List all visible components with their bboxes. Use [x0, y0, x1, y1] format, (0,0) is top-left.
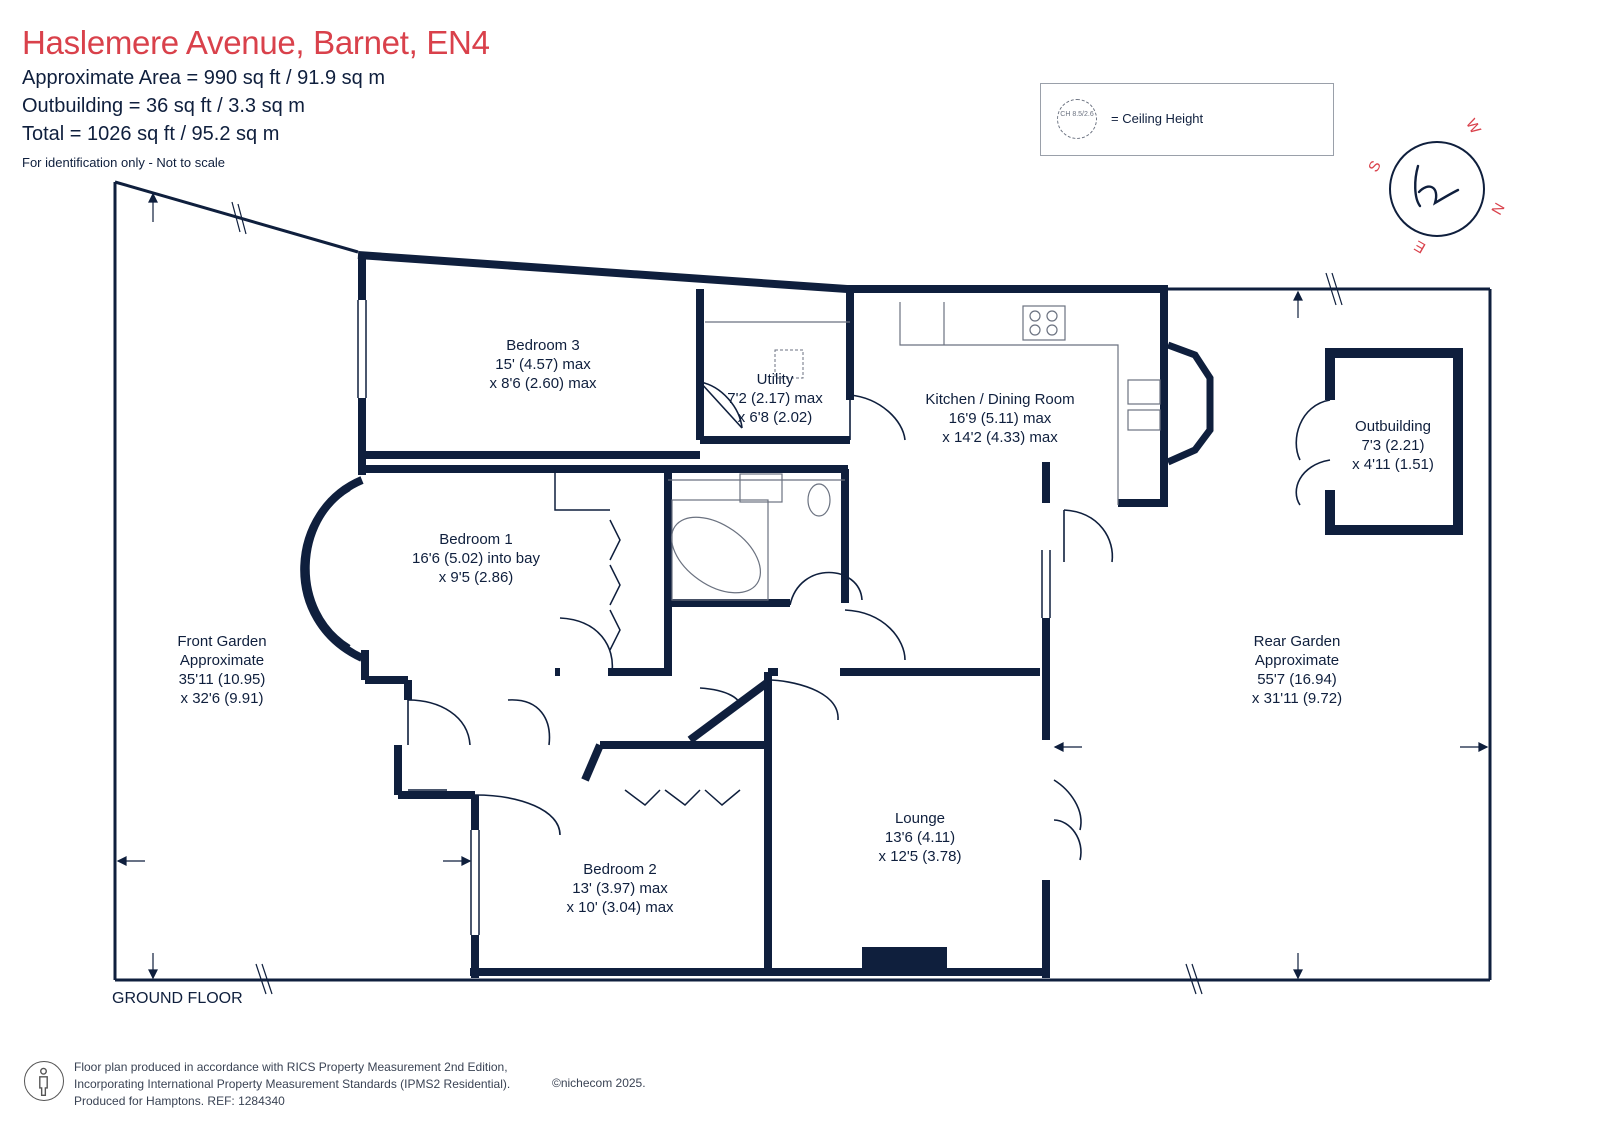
room-dimension: 13'6 (4.11): [884, 829, 956, 846]
room-name: Outbuilding: [1355, 418, 1431, 435]
outbuilding-area: Outbuilding = 36 sq ft / 3.3 sq m: [22, 95, 305, 117]
room-front-garden: Front Garden Approximate 35'11 (10.95) x…: [177, 632, 266, 708]
walls: [357, 251, 1168, 978]
footer-line: Floor plan produced in accordance with R…: [74, 1060, 508, 1074]
room-lounge: Lounge 13'6 (4.11) x 12'5 (3.78): [879, 809, 962, 866]
approximate-area: Approximate Area = 990 sq ft / 91.9 sq m: [22, 67, 385, 89]
footer-line: Incorporating International Property Mea…: [74, 1077, 511, 1091]
door-swings: [407, 381, 1331, 861]
room-dimension: x 4'11 (1.51): [1352, 456, 1434, 473]
room-dimension: 35'11 (10.95): [178, 671, 266, 688]
room-utility: Utility 7'2 (2.17) max x 6'8 (2.02): [727, 370, 822, 427]
room-name: Front Garden: [177, 633, 267, 650]
room-dimension: x 9'5 (2.86): [438, 569, 514, 586]
room-bedroom-1: Bedroom 1 16'6 (5.02) into bay x 9'5 (2.…: [412, 530, 540, 587]
footer-line: Produced for Hamptons. REF: 1284340: [74, 1094, 285, 1108]
chimney-breast: [862, 947, 947, 971]
kitchen-bay: [1166, 341, 1214, 466]
room-bedroom-2: Bedroom 2 13' (3.97) max x 10' (3.04) ma…: [566, 860, 673, 917]
room-name: Bedroom 1: [439, 531, 513, 548]
room-dimension: x 10' (3.04) max: [566, 899, 674, 916]
room-dimension: 15' (4.57) max: [495, 356, 591, 373]
room-dimension: Approximate: [179, 652, 265, 669]
room-outbuilding: Outbuilding 7'3 (2.21) x 4'11 (1.51): [1352, 417, 1434, 474]
footer-text: Floor plan produced in accordance with R…: [74, 1059, 510, 1110]
dimension-arrows: [116, 192, 1489, 980]
bay-window: [300, 476, 364, 662]
bathroom-fixtures: [668, 473, 845, 601]
room-name: Utility: [756, 371, 794, 388]
room-dimension: 55'7 (16.94): [1257, 671, 1337, 688]
room-bedroom-3: Bedroom 3 15' (4.57) max x 8'6 (2.60) ma…: [489, 336, 596, 393]
floor-label: GROUND FLOOR: [112, 990, 243, 1007]
copyright: ©nichecom 2025.: [552, 1076, 646, 1090]
property-title: Haslemere Avenue, Barnet, EN4: [22, 24, 490, 61]
site-boundary: [113, 180, 1492, 982]
room-dimension: 16'9 (5.11) max: [948, 410, 1052, 427]
ceiling-height-icon: CH 8.5/2.6: [1057, 99, 1097, 139]
room-dimension: x 32'6 (9.91): [180, 690, 264, 707]
room-name: Lounge: [894, 810, 946, 827]
room-name: Kitchen / Dining Room: [925, 391, 1075, 408]
room-dimension: x 8'6 (2.60) max: [489, 375, 597, 392]
room-name: Bedroom 2: [583, 861, 657, 878]
room-dimension: 16'6 (5.02) into bay: [412, 550, 540, 567]
legend-label: = Ceiling Height: [1111, 111, 1204, 126]
room-dimension: x 14'2 (4.33) max: [942, 429, 1058, 446]
person-icon: [24, 1061, 64, 1101]
ceiling-height-legend: CH 8.5/2.6 = Ceiling Height: [1040, 83, 1334, 156]
room-name: Bedroom 3: [506, 337, 580, 354]
room-dimension: 7'2 (2.17) max: [727, 390, 823, 407]
room-dimension: x 6'8 (2.02): [737, 409, 813, 426]
total-area: Total = 1026 sq ft / 95.2 sq m: [22, 123, 280, 145]
room-dimension: 13' (3.97) max: [572, 880, 668, 897]
wardrobe-doors: [554, 469, 741, 806]
kitchen-units: [705, 302, 1161, 505]
room-dimension: x 12'5 (3.78): [878, 848, 962, 865]
room-dimension: Approximate: [1254, 652, 1340, 669]
room-dimension: x 31'11 (9.72): [1251, 690, 1343, 707]
room-kitchen-dining: Kitchen / Dining Room 16'9 (5.11) max x …: [925, 390, 1074, 447]
scale-note: For identification only - Not to scale: [22, 155, 226, 170]
compass-icon: [1389, 141, 1485, 237]
outbuilding-walls: [1325, 348, 1463, 535]
room-dimension: 7'3 (2.21): [1361, 437, 1425, 454]
windows: [357, 300, 1051, 935]
room-name: Rear Garden: [1253, 633, 1341, 650]
room-rear-garden: Rear Garden Approximate 55'7 (16.94) x 3…: [1252, 632, 1342, 708]
